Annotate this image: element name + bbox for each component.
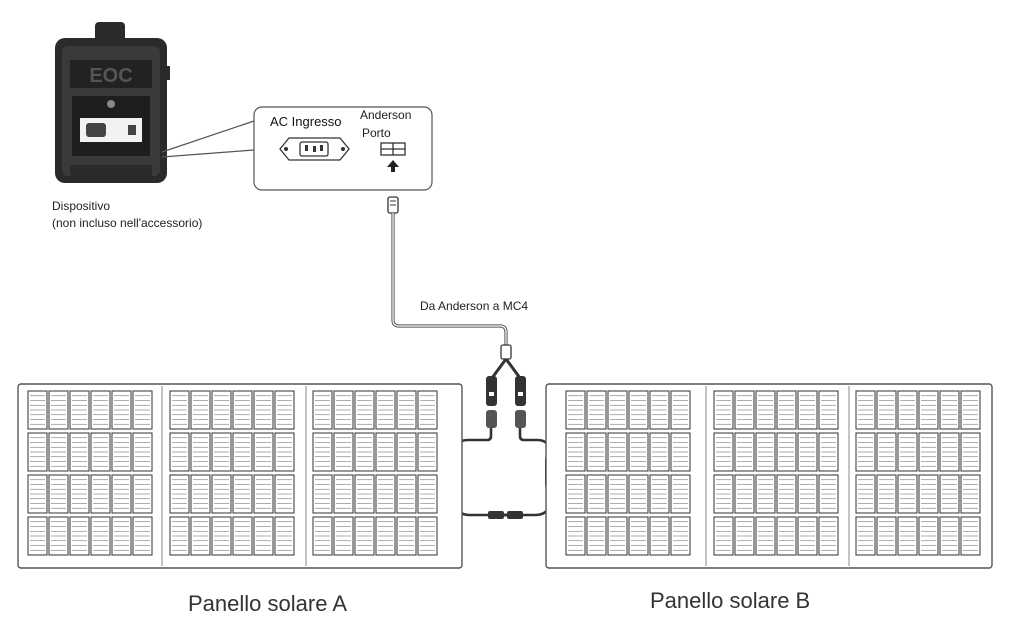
svg-text:EOC: EOC [89, 65, 132, 87]
ac-input-label: AC Ingresso [270, 114, 342, 129]
ac-inlet-icon [279, 137, 350, 161]
solar-panel-b [545, 383, 993, 569]
anderson-label-line1: Anderson [360, 108, 412, 122]
anderson-label-line2: Porto [362, 126, 391, 140]
power-station-device: EOC [55, 22, 170, 183]
panel-a-label: Panello solare A [188, 591, 347, 616]
panel-b-label: Panello solare B [650, 588, 811, 613]
anderson-port-icon [380, 142, 406, 172]
solar-panel-a [17, 383, 463, 569]
port-callout [161, 106, 433, 191]
cable-label: Da Anderson a MC4 [420, 299, 529, 313]
device-caption-line1: Dispositivo [52, 199, 111, 213]
device-caption-line2: (non incluso nell'accessorio) [52, 216, 203, 230]
anderson-to-mc4-cable [387, 196, 526, 428]
panel-interconnect-cables [450, 428, 555, 519]
